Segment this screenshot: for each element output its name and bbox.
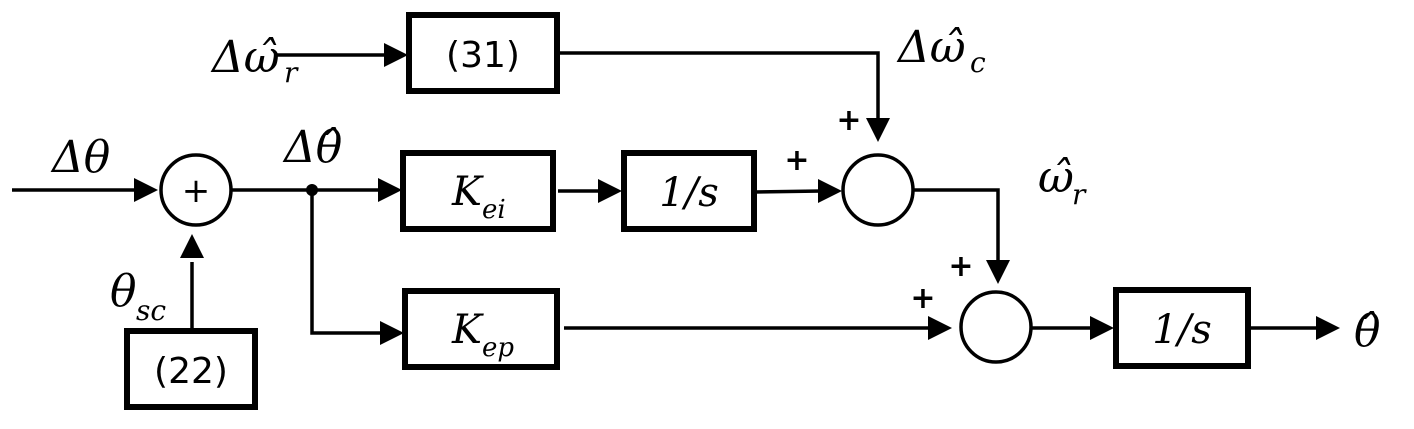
sign-plus: + bbox=[836, 103, 861, 138]
arrowhead bbox=[180, 234, 204, 258]
summer-1: + bbox=[159, 153, 233, 227]
block-kei: K ei bbox=[400, 150, 556, 232]
summer-2 bbox=[841, 153, 915, 227]
summer-3 bbox=[959, 290, 1033, 364]
block-integrator-2: 1/s bbox=[1113, 287, 1251, 369]
label-subscript: sc bbox=[136, 294, 166, 327]
arrowhead bbox=[1090, 316, 1114, 340]
label-text: Δθ bbox=[50, 132, 110, 183]
label-subscript: r bbox=[284, 56, 299, 89]
label-text: Δω̂ bbox=[896, 22, 966, 73]
label-text: θ̂ bbox=[1354, 306, 1381, 357]
arrowhead bbox=[384, 43, 408, 67]
block-integrator-1-label: 1/s bbox=[659, 170, 718, 216]
label-delta-theta: Δθ bbox=[50, 132, 110, 183]
arrowhead bbox=[598, 179, 622, 203]
label-delta-omega-c-hat: Δω̂ c bbox=[896, 22, 986, 79]
arrowhead bbox=[134, 178, 158, 202]
arrowhead bbox=[1316, 316, 1340, 340]
sign-plus: + bbox=[910, 281, 935, 316]
label-theta-sc: θ sc bbox=[110, 266, 166, 327]
label-subscript: r bbox=[1072, 178, 1087, 211]
arrowhead bbox=[866, 118, 890, 142]
block-eq22: (22) bbox=[124, 328, 258, 410]
block-integrator-1: 1/s bbox=[621, 150, 757, 232]
label-delta-theta-hat: Δθ̂ bbox=[282, 122, 342, 173]
label-text: Δω̂ bbox=[210, 32, 280, 83]
block-eq31-label: (31) bbox=[446, 35, 520, 76]
arrowhead bbox=[380, 321, 404, 345]
label-delta-omega-r-hat: Δω̂ r bbox=[210, 32, 299, 89]
label-text: ω̂ bbox=[1038, 152, 1074, 203]
block-kep-base: K bbox=[451, 307, 484, 353]
wire-omega-r-hat bbox=[914, 188, 1000, 262]
block-kep-sub: ep bbox=[482, 333, 514, 363]
summer-1-symbol: + bbox=[182, 171, 211, 211]
label-theta-hat: θ̂ bbox=[1354, 306, 1381, 357]
block-kep: K ep bbox=[402, 288, 560, 370]
arrowhead bbox=[986, 260, 1010, 284]
block-kei-sub: ei bbox=[482, 195, 506, 225]
sign-plus: + bbox=[784, 143, 809, 178]
block-kei-base: K bbox=[451, 169, 484, 215]
wire-delta-omega-c bbox=[560, 51, 880, 120]
label-subscript: c bbox=[970, 46, 986, 79]
arrowhead bbox=[378, 178, 402, 202]
arrowhead bbox=[818, 179, 842, 203]
label-text: θ bbox=[110, 266, 137, 317]
block-eq22-label: (22) bbox=[154, 351, 228, 392]
block-integrator-2-label: 1/s bbox=[1152, 307, 1211, 353]
label-text: Δθ̂ bbox=[282, 122, 342, 173]
label-omega-r-hat: ω̂ r bbox=[1038, 152, 1087, 211]
arrowhead bbox=[928, 316, 952, 340]
sign-plus: + bbox=[948, 249, 973, 284]
wire-branch-kep bbox=[310, 190, 384, 335]
block-eq31: (31) bbox=[406, 12, 560, 94]
wire-int1-sum2 bbox=[753, 189, 823, 194]
